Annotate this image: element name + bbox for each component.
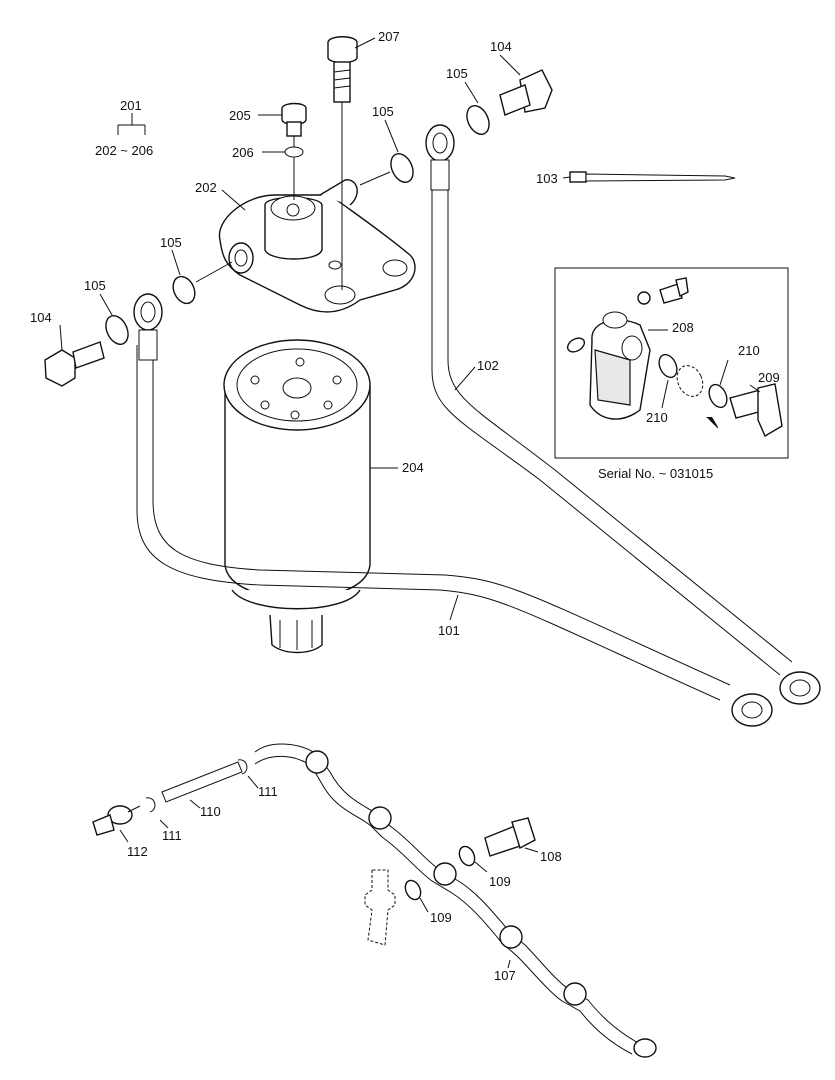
- washer-105-lower: [105, 315, 129, 345]
- o-ring-206: [284, 146, 304, 158]
- injector-outline: [364, 869, 396, 946]
- callout-207: 207: [378, 29, 400, 44]
- callout-102: 102: [477, 358, 499, 373]
- callout-208: 208: [672, 320, 694, 335]
- hose-110: [161, 761, 243, 803]
- callout-105-top: 105: [372, 104, 394, 119]
- hollow-bolt-104-top: [499, 69, 553, 116]
- callout-104-top: 104: [490, 39, 512, 54]
- fuel-pipe-101: [133, 293, 773, 727]
- callout-105-left: 105: [160, 235, 182, 250]
- callout-205: 205: [229, 108, 251, 123]
- cable-tie-103: [569, 171, 736, 183]
- washer-109-left: [404, 879, 422, 901]
- callout-112: 112: [127, 844, 148, 859]
- callout-111-right: 111: [258, 784, 278, 799]
- callout-105-lower: 105: [84, 278, 106, 293]
- callout-108: 108: [540, 849, 562, 864]
- callout-204: 204: [402, 460, 424, 475]
- union-112: [92, 805, 141, 836]
- callout-104-left: 104: [30, 310, 52, 325]
- callout-109-right: 109: [489, 874, 511, 889]
- callout-210-lower: 210: [646, 410, 668, 425]
- callout-202-206: 202 ~ 206: [95, 143, 153, 158]
- callout-210-upper: 210: [738, 343, 760, 358]
- fuel-pipe-102: [425, 124, 821, 705]
- filter-head: [218, 179, 416, 313]
- callout-202: 202: [195, 180, 217, 195]
- callout-105-upper: 105: [446, 66, 468, 81]
- washer-105-top: [390, 153, 414, 183]
- washer-109-right: [458, 845, 476, 867]
- callout-206: 206: [232, 145, 254, 160]
- hollow-bolt-104-left: [44, 341, 105, 387]
- callout-101: 101: [438, 623, 460, 638]
- clip-111: [145, 759, 248, 813]
- hollow-bolt-207: [327, 36, 358, 290]
- callout-103: 103: [536, 171, 558, 186]
- callout-110: 110: [200, 804, 221, 819]
- fuel-filter-cartridge: [223, 339, 371, 654]
- callout-107: 107: [494, 968, 516, 983]
- callout-109-left: 109: [430, 910, 452, 925]
- bolt-108: [484, 817, 536, 857]
- washer-105-left: [172, 275, 196, 305]
- callout-201: 201: [120, 98, 142, 113]
- leak-off-hose-107: [254, 743, 657, 1058]
- serial-note: Serial No. ~ 031015: [598, 466, 713, 481]
- callout-111-left: 111: [162, 828, 182, 843]
- callout-209: 209: [758, 370, 780, 385]
- washer-105-upper: [466, 105, 490, 135]
- inset-earlier-version: [554, 267, 789, 459]
